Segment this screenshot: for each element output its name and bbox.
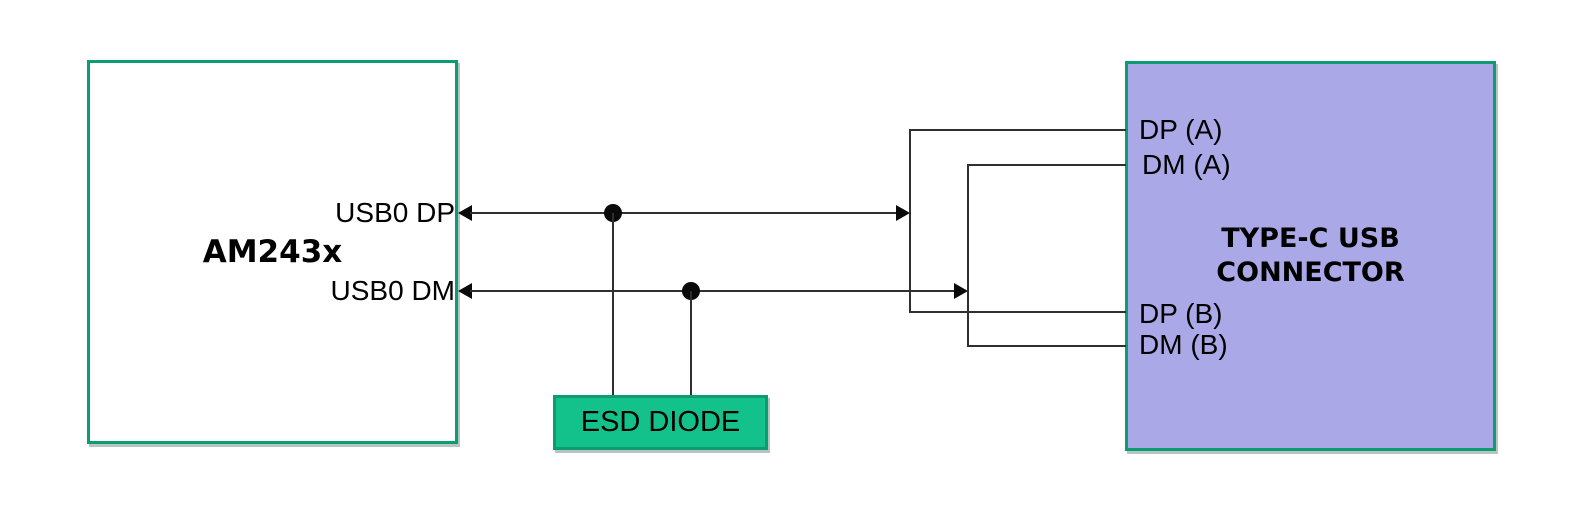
- am243x-box: [87, 60, 458, 444]
- dm-wire-horizontal: [470, 290, 956, 292]
- type-c-connector-title: TYPE-C USB CONNECTOR: [1125, 222, 1496, 290]
- connector-pin-dp-a: DP (A): [1139, 114, 1223, 145]
- connector-pin-dm-a: DM (A): [1142, 149, 1231, 180]
- dm-arrowhead-left-icon: [458, 283, 472, 299]
- dm-a-wire: [967, 164, 1126, 166]
- esd-diode-box: ESD DIODE: [553, 395, 768, 450]
- type-c-connector-title-line2: CONNECTOR: [1216, 257, 1405, 288]
- connector-pin-dm-b: DM (B): [1139, 329, 1228, 360]
- esd-diode-label: ESD DIODE: [580, 406, 741, 438]
- dp-arrowhead-left-icon: [458, 205, 472, 221]
- am243x-pin-usb0-dp: USB0 DP: [335, 197, 455, 228]
- dm-arrowhead-right-icon: [954, 283, 968, 299]
- type-c-connector-title-line1: TYPE-C USB: [1221, 223, 1400, 254]
- dp-arrowhead-right-icon: [896, 205, 910, 221]
- am243x-title: AM243x: [202, 234, 343, 270]
- dp-b-wire: [909, 311, 1126, 313]
- dp-bus-vertical: [909, 129, 911, 313]
- dm-esd-drop-wire: [690, 291, 692, 395]
- dm-b-wire: [967, 345, 1126, 347]
- dp-esd-drop-wire: [612, 213, 614, 395]
- connector-pin-dp-b: DP (B): [1139, 298, 1223, 329]
- type-c-connector-box: [1125, 61, 1496, 451]
- dp-wire-horizontal: [470, 212, 898, 214]
- dm-bus-vertical: [967, 164, 969, 347]
- dp-a-wire: [909, 129, 1126, 131]
- am243x-pin-usb0-dm: USB0 DM: [330, 275, 455, 306]
